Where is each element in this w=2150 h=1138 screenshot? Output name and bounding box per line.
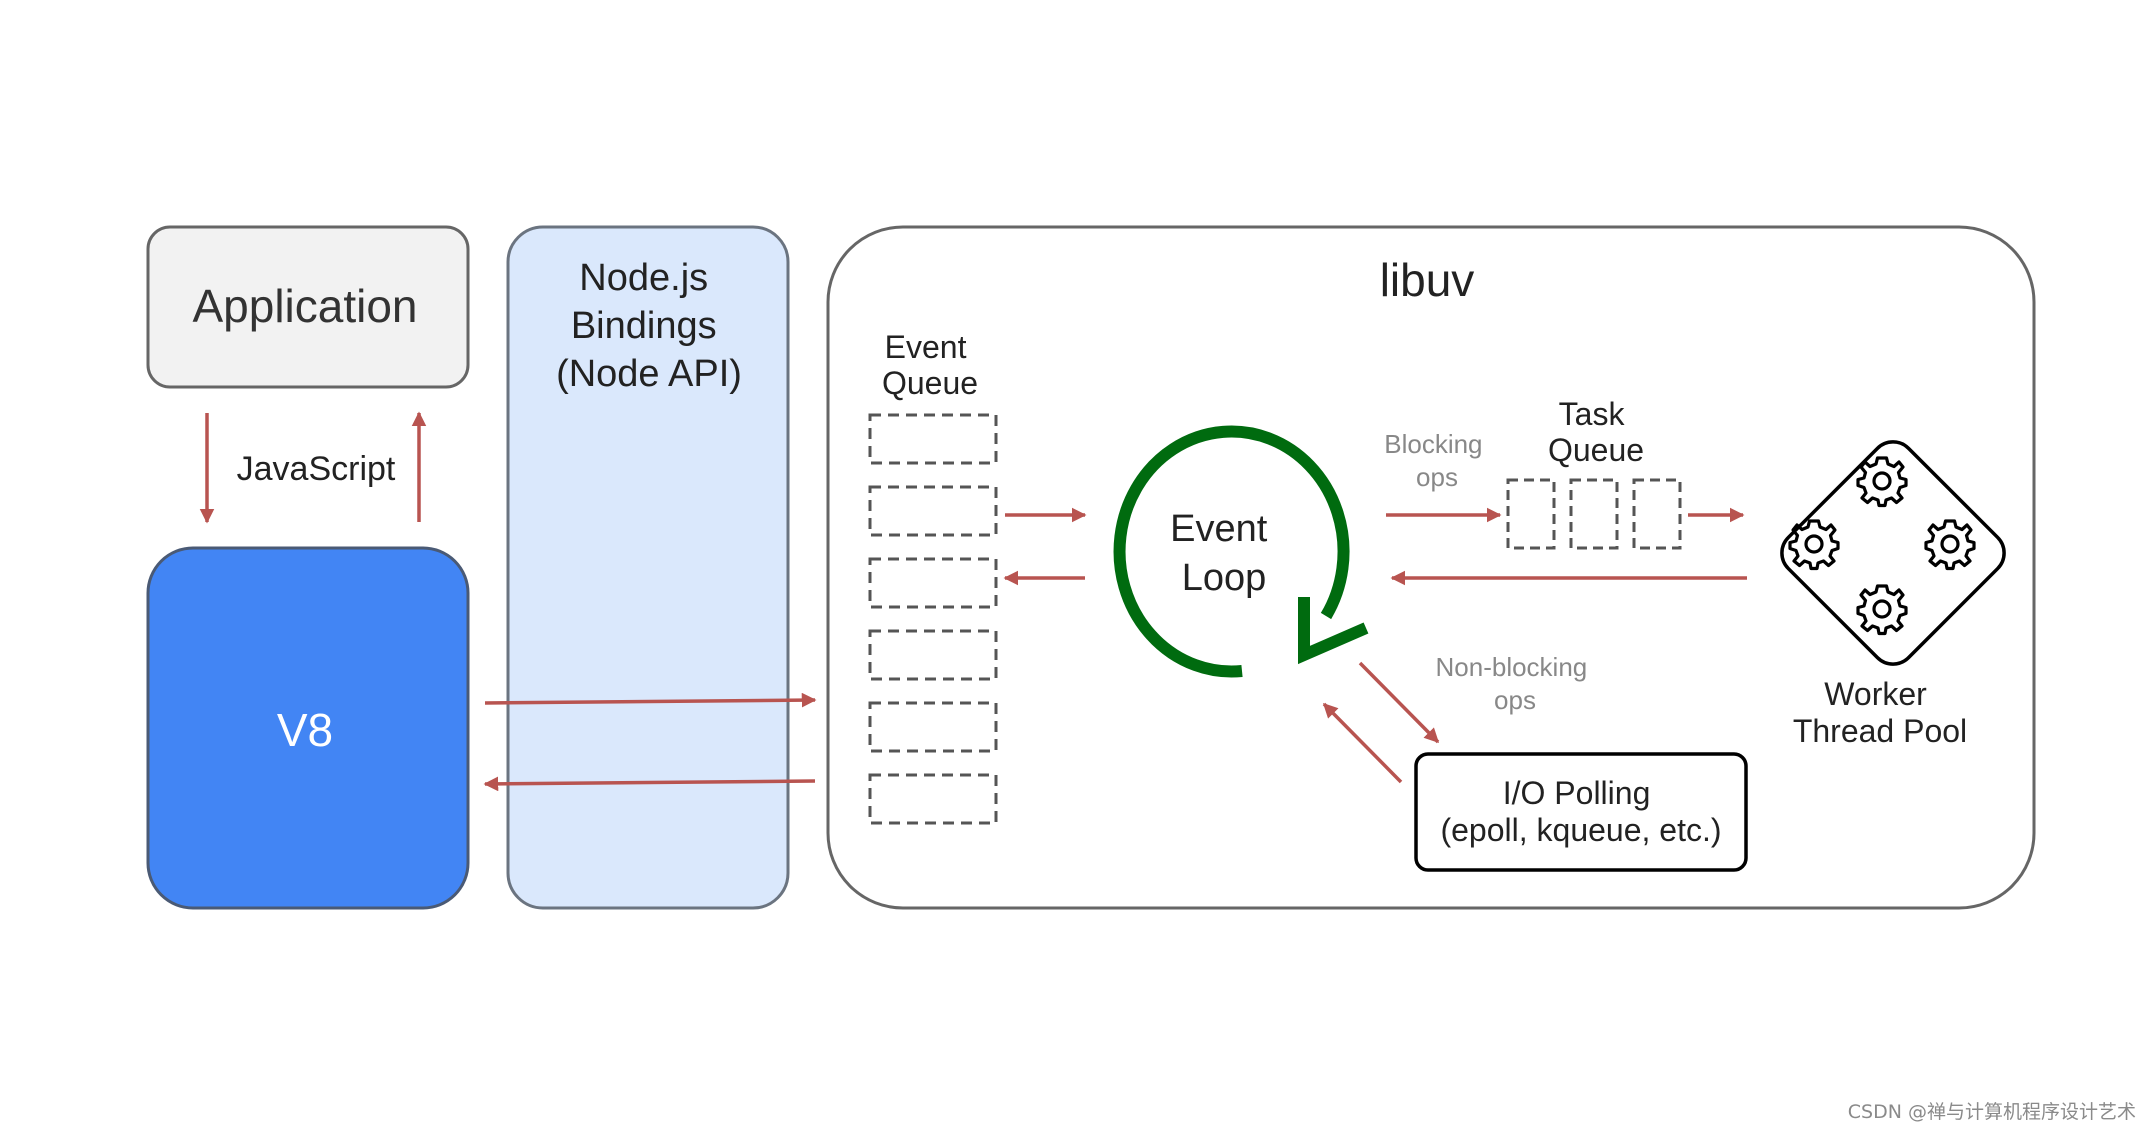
blocking-ops-line-2: ops [1416, 462, 1458, 492]
task-queue-slot [1506, 478, 1556, 550]
bindings-line-2: Bindings [571, 305, 717, 347]
libuv-label: libuv [1380, 254, 1475, 306]
event-queue-slot [868, 485, 998, 537]
watermark: CSDN @禅与计算机程序设计艺术 [1847, 1101, 2136, 1123]
application-box [146, 225, 470, 389]
bindings-label: Node.js Bindings (Node API) [556, 257, 742, 395]
event-loop-line-1: Event [1170, 508, 1268, 550]
io-polling-label: I/O Polling (epoll, kqueue, etc.) [1440, 775, 1721, 848]
task-queue-line-2: Queue [1548, 432, 1644, 468]
task-queue-slots [1506, 478, 1682, 550]
task-queue-label: Task Queue [1548, 396, 1644, 468]
worker-thread-pool-diamond [1780, 440, 2006, 666]
javascript-label: JavaScript [237, 450, 396, 488]
bindings-line-3: (Node API) [556, 353, 742, 395]
bindings-line-1: Node.js [579, 257, 708, 299]
task-queue-line-1: Task [1559, 396, 1626, 432]
event-loop-label: Event Loop [1170, 508, 1278, 599]
event-loop-circle [1113, 425, 1350, 678]
event-loop-line-2: Loop [1182, 557, 1267, 599]
non-blocking-ops-line-1: Non-blocking [1436, 652, 1588, 682]
task-queue-slot [1632, 478, 1682, 550]
blocking-ops-line-1: Blocking [1384, 429, 1482, 459]
io-to-loop-arrow [1322, 702, 1403, 784]
application-label: Application [192, 280, 417, 332]
worker-thread-pool-label: Worker Thread Pool [1793, 676, 1967, 749]
event-queue-slot [868, 629, 998, 681]
loop-to-io-arrow [1358, 661, 1440, 744]
libuv-box [826, 225, 2036, 910]
io-polling-line-2: (epoll, kqueue, etc.) [1440, 812, 1721, 848]
event-loop-arrowhead [1298, 597, 1369, 665]
v8-box [146, 546, 470, 910]
event-queue-slot [868, 773, 998, 825]
io-polling-box [1414, 752, 1748, 872]
event-queue-label: Event Queue [882, 329, 978, 401]
bindings-box [506, 225, 790, 910]
event-queue-line-2: Queue [882, 365, 978, 401]
v8-label: V8 [277, 704, 333, 756]
v8-to-libuv-arrow [484, 692, 817, 708]
io-polling-line-1: I/O Polling [1503, 775, 1651, 811]
event-queue-slot [868, 557, 998, 609]
non-blocking-ops-label: Non-blocking ops [1436, 652, 1595, 715]
libuv-to-v8-arrow [483, 776, 816, 792]
worker-thread-pool-line-2: Thread Pool [1793, 713, 1967, 749]
blocking-ops-label: Blocking ops [1384, 429, 1490, 492]
worker-thread-pool-line-1: Worker [1824, 676, 1927, 712]
event-queue-slot [868, 413, 998, 465]
event-queue-line-1: Event [885, 329, 967, 365]
event-queue-slots [868, 413, 998, 825]
task-queue-slot [1569, 478, 1619, 550]
event-queue-slot [868, 701, 998, 753]
non-blocking-ops-line-2: ops [1494, 685, 1536, 715]
